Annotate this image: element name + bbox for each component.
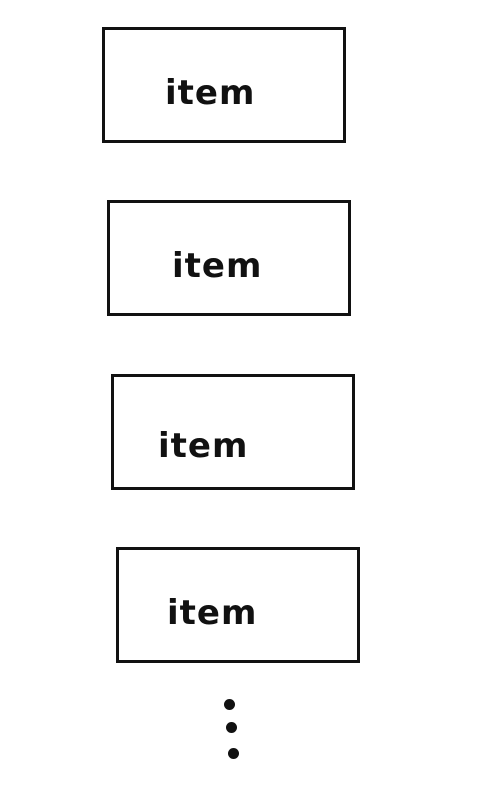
item-box-4: item	[116, 547, 360, 663]
item-box-1: item	[102, 27, 346, 143]
ellipsis-dot-3	[228, 748, 239, 759]
item-box-2: item	[107, 200, 351, 316]
item-label-1: item	[165, 73, 256, 113]
item-label-4: item	[167, 593, 258, 633]
item-box-3: item	[111, 374, 355, 490]
ellipsis-dot-2	[226, 722, 237, 733]
item-label-3: item	[158, 426, 249, 466]
item-label-2: item	[172, 246, 263, 286]
ellipsis-dot-1	[224, 699, 235, 710]
